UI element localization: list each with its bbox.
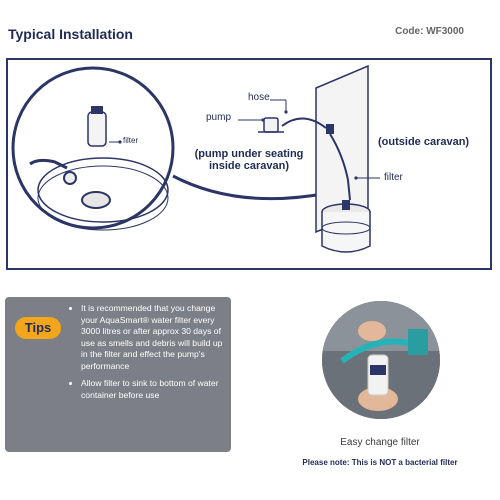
connector-line	[172, 174, 329, 201]
inset-cap	[81, 191, 111, 209]
pump-location-label: (pump under seating inside caravan)	[194, 148, 304, 172]
filter-photo	[322, 301, 440, 419]
tips-badge: Tips	[15, 317, 61, 339]
tips-list: It is recommended that you change your A…	[63, 303, 231, 407]
bacterial-note: Please note: This is NOT a bacterial fil…	[302, 458, 458, 467]
container-body	[321, 212, 371, 253]
inset-container-rim	[37, 157, 169, 223]
diagram-drawing	[11, 64, 380, 253]
filter-inset-label: filter	[123, 136, 139, 145]
hose-label: hose	[248, 92, 270, 103]
product-code: Code: WF3000	[395, 26, 464, 37]
hose-line	[281, 117, 327, 129]
installation-diagram: filter pump hose (outside caravan) (pump…	[6, 58, 492, 270]
down-hose	[329, 133, 351, 201]
tips-panel: Tips It is recommended that you change y…	[5, 297, 231, 452]
tip-item: Allow filter to sink to bottom of water …	[81, 378, 231, 401]
inset-circle	[11, 66, 175, 230]
inset-filter	[87, 111, 107, 147]
photo-caption: Easy change filter	[340, 437, 420, 448]
inset-container-rim-2	[37, 165, 169, 231]
page-title: Typical Installation	[8, 26, 133, 42]
inset-spout	[29, 158, 68, 170]
outside-caravan-label: (outside caravan)	[378, 136, 470, 148]
pump-label: pump	[206, 112, 232, 123]
tip-item: It is recommended that you change your A…	[81, 303, 231, 372]
filter-label: filter	[384, 172, 403, 183]
pump-shape	[263, 117, 279, 133]
